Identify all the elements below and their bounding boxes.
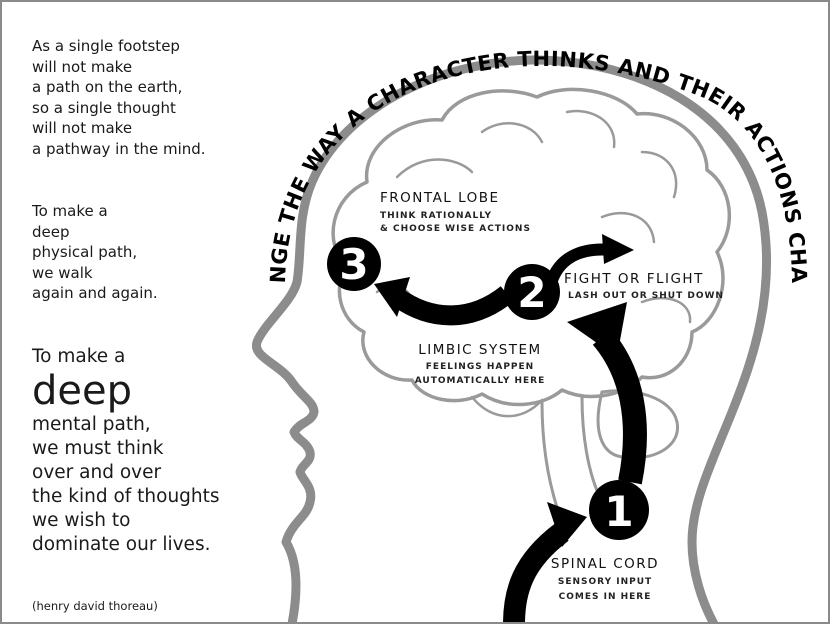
arrow-1-to-2 <box>602 337 635 482</box>
spinal-cord-title: SPINAL CORD <box>551 556 659 572</box>
step-1-number: 1 <box>604 487 633 536</box>
spinal-line2: COMES IN HERE <box>559 592 652 602</box>
frontal-lobe-title: FRONTAL LOBE <box>380 190 500 206</box>
brain-fold <box>397 160 472 178</box>
brain-fold <box>642 152 676 197</box>
limbic-line2: AUTOMATICALLY HERE <box>415 376 546 386</box>
spinal-line1: SENSORY INPUT <box>558 577 652 587</box>
brain-fold <box>482 123 542 142</box>
limbic-line1: FEELINGS HAPPEN <box>426 362 534 372</box>
limbic-system-title: LIMBIC SYSTEM <box>418 342 541 358</box>
brain-fold <box>642 298 690 322</box>
arc-title-text: CHANGE THE WAY A CHARACTER THINKS AND TH… <box>2 2 811 284</box>
step-2-number: 2 <box>517 268 546 317</box>
fight-flight-line1: LASH OUT OR SHUT DOWN <box>568 291 724 301</box>
fight-flight-title: FIGHT OR FLIGHT <box>564 271 704 287</box>
arrow-spinal-to-1 <box>514 532 562 622</box>
brain-fold <box>472 397 542 416</box>
frontal-lobe-line1: THINK RATIONALLY <box>380 211 492 221</box>
brain-fold <box>567 111 614 147</box>
arrow-head <box>602 234 634 264</box>
arc-title: CHANGE THE WAY A CHARACTER THINKS AND TH… <box>2 2 811 284</box>
frontal-lobe-line2: & CHOOSE WISE ACTIONS <box>380 224 531 234</box>
brain-fold <box>602 213 654 242</box>
arrow-2-to-3 <box>397 294 507 315</box>
step-3-number: 3 <box>339 240 368 289</box>
